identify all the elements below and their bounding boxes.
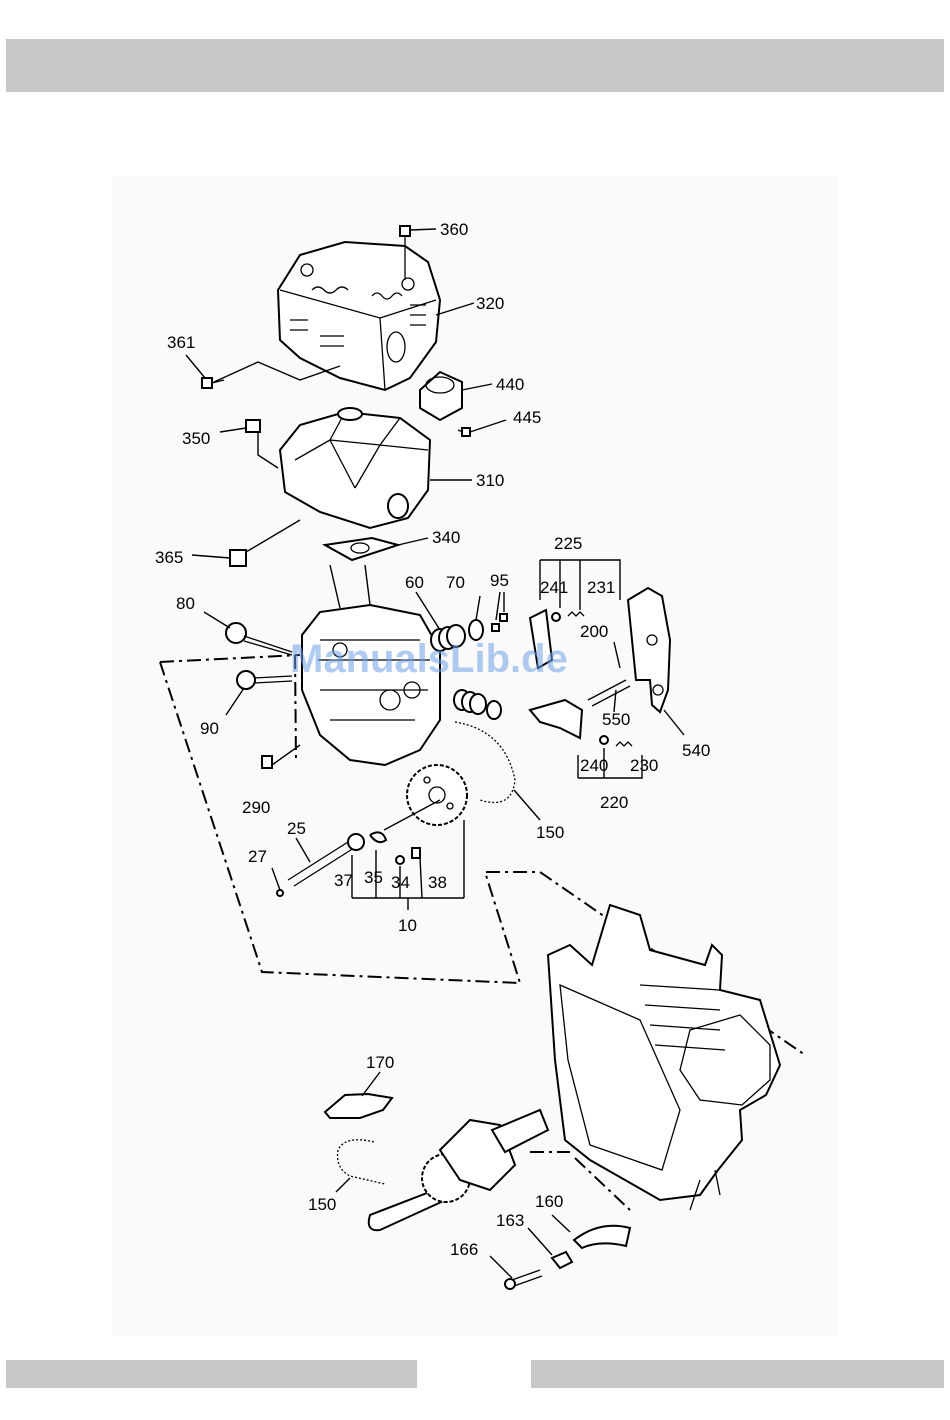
valve-spring-lower xyxy=(454,690,501,719)
bolt-365 xyxy=(230,550,246,566)
ring-37 xyxy=(348,834,364,850)
nut-241 xyxy=(552,613,560,621)
cylinder-head xyxy=(302,605,440,765)
label-310: 310 xyxy=(476,471,504,490)
bolt-290 xyxy=(262,756,272,768)
label-440: 440 xyxy=(496,375,524,394)
nut-240 xyxy=(600,736,608,744)
label-27: 27 xyxy=(248,847,267,866)
label-35: 35 xyxy=(364,868,383,887)
screw-445 xyxy=(458,428,470,436)
label-240: 240 xyxy=(580,756,608,775)
bracket-540 xyxy=(628,588,670,712)
label-550: 550 xyxy=(602,710,630,729)
label-163: 163 xyxy=(496,1211,524,1230)
valve-80 xyxy=(226,623,292,655)
label-445: 445 xyxy=(513,408,541,427)
label-170: 170 xyxy=(366,1053,394,1072)
label-200: 200 xyxy=(580,622,608,641)
spark-arrestor xyxy=(420,372,462,420)
muffler-body xyxy=(280,408,430,528)
part-34 xyxy=(396,856,404,864)
label-166: 166 xyxy=(450,1240,478,1259)
part-163 xyxy=(552,1252,572,1268)
label-231: 231 xyxy=(587,578,615,597)
footer-bar-right xyxy=(531,1360,944,1388)
cam-sprocket xyxy=(407,765,467,825)
label-361: 361 xyxy=(167,333,195,352)
valve-90 xyxy=(237,671,292,689)
label-150-upper: 150 xyxy=(536,823,564,842)
rocker-arm-220 xyxy=(530,700,582,738)
label-70: 70 xyxy=(446,573,465,592)
label-360: 360 xyxy=(440,220,468,239)
part-160 xyxy=(574,1226,630,1248)
label-320: 320 xyxy=(476,294,504,313)
label-230: 230 xyxy=(630,756,658,775)
chain-guide-170 xyxy=(325,1094,392,1118)
keepers-95 xyxy=(492,614,507,631)
label-340: 340 xyxy=(432,528,460,547)
muffler-cover xyxy=(278,242,440,390)
label-540: 540 xyxy=(682,741,710,760)
label-241: 241 xyxy=(540,578,568,597)
watermark: ManualsLib.de xyxy=(290,637,568,681)
label-25: 25 xyxy=(287,819,306,838)
label-38: 38 xyxy=(428,873,447,892)
label-160: 160 xyxy=(535,1192,563,1211)
part-38 xyxy=(412,848,420,858)
label-95: 95 xyxy=(490,571,509,590)
footer-bar-left xyxy=(6,1360,417,1388)
spring-231 xyxy=(568,612,584,616)
gasket-340 xyxy=(325,538,398,560)
spring-230 xyxy=(616,742,632,746)
part-35 xyxy=(370,832,386,842)
label-10: 10 xyxy=(398,916,417,935)
label-350: 350 xyxy=(182,429,210,448)
pin-27 xyxy=(277,890,283,896)
label-365: 365 xyxy=(155,548,183,567)
label-60: 60 xyxy=(405,573,424,592)
label-220: 220 xyxy=(600,793,628,812)
timing-chain-lower xyxy=(338,1140,386,1184)
bolt-166 xyxy=(505,1270,542,1289)
label-34: 34 xyxy=(391,873,410,892)
label-290: 290 xyxy=(242,798,270,817)
label-90: 90 xyxy=(200,719,219,738)
label-37: 37 xyxy=(334,871,353,890)
label-225: 225 xyxy=(554,534,582,553)
label-80: 80 xyxy=(176,594,195,613)
nut-350 xyxy=(246,420,260,432)
label-150-lower: 150 xyxy=(308,1195,336,1214)
pushrod-200 xyxy=(588,680,630,706)
